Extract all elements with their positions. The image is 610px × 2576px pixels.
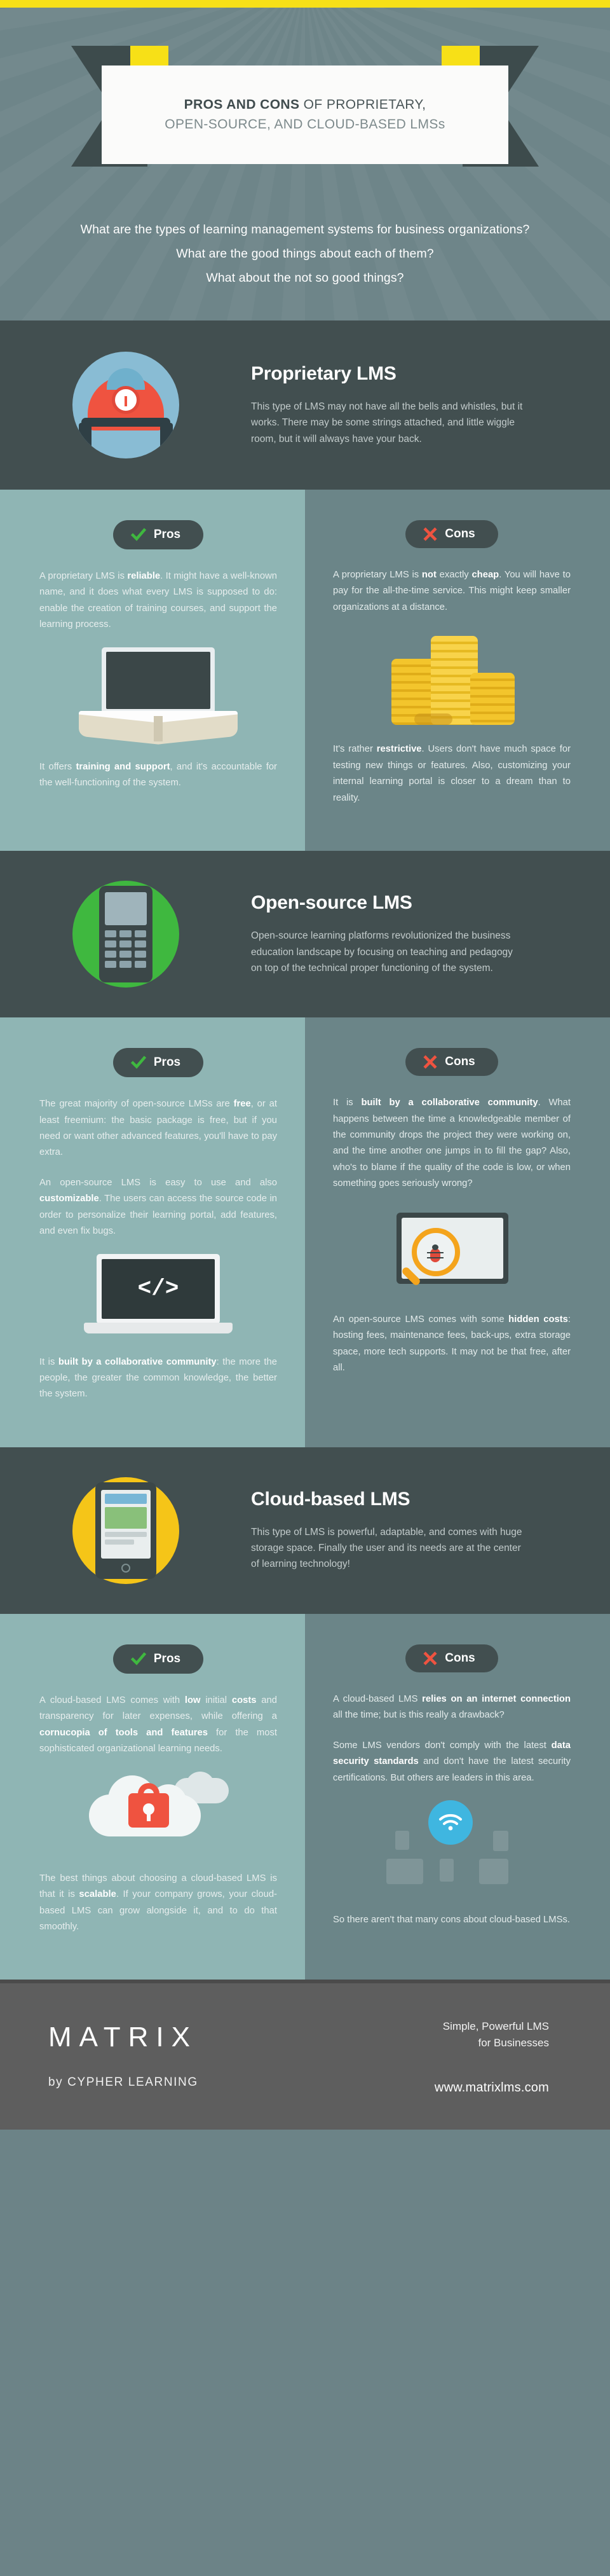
- section-intro-proprietary: This type of LMS may not have all the be…: [251, 401, 523, 444]
- pros-badge[interactable]: Pros: [112, 1644, 204, 1674]
- section-text-proprietary: Proprietary LMS This type of LMS may not…: [251, 363, 575, 446]
- page-title-emphasis: PROS AND CONS: [184, 97, 300, 113]
- pros-column-open-source: Pros The great majority of open-source L…: [0, 1017, 305, 1447]
- pros-column-proprietary: Pros A proprietary LMS is reliable. It m…: [0, 490, 305, 851]
- pros-cons-cloud-based: Pros A cloud-based LMS comes with low in…: [0, 1613, 610, 1980]
- pros-text-1: A proprietary LMS is reliable. It might …: [39, 571, 277, 630]
- hero-section: PROS AND CONS OF PROPRIETARY, OPEN-SOURC…: [0, 8, 610, 320]
- ribbon-fold-left-icon: [130, 46, 168, 69]
- magnifier-bug-icon: [333, 1206, 571, 1295]
- cons-text-2: An open-source LMS comes with some hidde…: [333, 1314, 571, 1373]
- hero-questions: What are the types of learning managemen…: [0, 217, 610, 290]
- pros-column-cloud-based: Pros A cloud-based LMS comes with low in…: [0, 1613, 305, 1980]
- page-title-line2: OPEN-SOURCE, AND CLOUD-BASED LMSs: [165, 117, 445, 132]
- pros-cons-proprietary: Pros A proprietary LMS is reliable. It m…: [0, 490, 610, 851]
- cons-badge-label: Cons: [445, 1651, 475, 1665]
- page-title-line1: PROS AND CONS OF PROPRIETARY,: [184, 96, 426, 114]
- section-intro-open-source: Open-source learning platforms revolutio…: [251, 930, 513, 974]
- tablet-icon: [0, 1477, 251, 1584]
- hero-question-3: What about the not so good things?: [206, 271, 404, 286]
- cons-badge[interactable]: Cons: [405, 520, 498, 548]
- pros-badge-label: Pros: [153, 528, 181, 541]
- cons-column-cloud-based: Cons A cloud-based LMS relies on an inte…: [305, 1613, 610, 1980]
- check-icon: [130, 527, 147, 542]
- check-icon: [130, 1651, 147, 1667]
- pros-badge[interactable]: Pros: [112, 520, 204, 549]
- cons-column-proprietary: Cons A proprietary LMS is not exactly ch…: [305, 490, 610, 851]
- cons-text-2: It's rather restrictive. Users don't hav…: [333, 744, 571, 803]
- coin-stacks-icon: [333, 630, 571, 726]
- section-title-cloud-based: Cloud-based LMS: [251, 1489, 410, 1510]
- hero-question-2: What are the good things about each of t…: [176, 247, 434, 261]
- section-header-cloud-based: Cloud-based LMS This type of LMS is powe…: [0, 1447, 610, 1614]
- cloud-lock-icon: [39, 1771, 277, 1854]
- title-ribbon: PROS AND CONS OF PROPRIETARY, OPEN-SOURC…: [0, 46, 610, 167]
- pros-cons-open-source: Pros The great majority of open-source L…: [0, 1017, 610, 1447]
- pros-badge-label: Pros: [153, 1056, 181, 1070]
- check-icon: [130, 1055, 147, 1070]
- pros-text-2: It offers training and support, and it's…: [39, 761, 277, 789]
- pros-text-2: The best things about choosing a cloud-b…: [39, 1873, 277, 1932]
- section-intro-cloud-based: This type of LMS is powerful, adaptable,…: [251, 1527, 522, 1570]
- telephone-icon: [0, 352, 251, 458]
- laptop-book-icon: [39, 647, 277, 745]
- footer: MATRIX by CYPHER LEARNING Simple, Powerf…: [0, 1980, 610, 2130]
- section-text-cloud-based: Cloud-based LMS This type of LMS is powe…: [251, 1489, 575, 1572]
- pros-badge-label: Pros: [153, 1651, 181, 1665]
- ribbon-fold-right-icon: [442, 46, 480, 69]
- cons-text-1: A cloud-based LMS relies on an internet …: [333, 1693, 571, 1721]
- cons-text-1: It is built by a collaborative community…: [333, 1098, 571, 1189]
- section-text-open-source: Open-source LMS Open-source learning pla…: [251, 892, 575, 975]
- top-accent-bar: [0, 0, 610, 8]
- section-title-open-source: Open-source LMS: [251, 892, 412, 914]
- hero-question-1: What are the types of learning managemen…: [80, 223, 530, 237]
- cons-text-3: So there aren't that many cons about clo…: [333, 1915, 570, 1925]
- footer-tagline-line1: Simple, Powerful LMS: [442, 2020, 549, 2032]
- footer-logo-subtitle: by CYPHER LEARNING: [48, 2076, 198, 2090]
- x-icon: [423, 1055, 437, 1069]
- cons-badge[interactable]: Cons: [405, 1048, 498, 1077]
- wifi-devices-icon: [333, 1800, 571, 1896]
- pros-text-1: A cloud-based LMS comes with low initial…: [39, 1695, 277, 1754]
- cons-badge-label: Cons: [445, 1055, 475, 1069]
- pros-text-3: It is built by a collaborative community…: [39, 1356, 277, 1400]
- footer-tagline-line2: for Businesses: [478, 2036, 550, 2049]
- cons-text-1: A proprietary LMS is not exactly cheap. …: [333, 570, 571, 612]
- footer-info: Simple, Powerful LMS for Businesses www.…: [305, 2018, 610, 2096]
- x-icon: [423, 527, 437, 541]
- section-title-proprietary: Proprietary LMS: [251, 363, 396, 385]
- footer-website-url[interactable]: www.matrixlms.com: [434, 2081, 549, 2095]
- mobile-phone-icon: [0, 881, 251, 988]
- section-header-open-source: Open-source LMS Open-source learning pla…: [0, 851, 610, 1018]
- pros-text-2: An open-source LMS is easy to use and al…: [39, 1177, 277, 1237]
- matrix-logo: MATRIX: [48, 2022, 198, 2053]
- title-card: PROS AND CONS OF PROPRIETARY, OPEN-SOURC…: [102, 65, 508, 164]
- x-icon: [423, 1651, 437, 1665]
- page-title-rest: OF PROPRIETARY,: [299, 97, 426, 113]
- code-laptop-icon: </>: [39, 1253, 277, 1338]
- footer-brand: MATRIX by CYPHER LEARNING: [0, 2023, 305, 2090]
- cons-column-open-source: Cons It is built by a collaborative comm…: [305, 1017, 610, 1447]
- pros-badge[interactable]: Pros: [112, 1048, 204, 1078]
- pros-text-1: The great majority of open-source LMSs a…: [39, 1099, 277, 1158]
- cons-text-2: Some LMS vendors don't comply with the l…: [333, 1740, 571, 1783]
- section-header-proprietary: Proprietary LMS This type of LMS may not…: [0, 320, 610, 490]
- cons-badge[interactable]: Cons: [405, 1644, 498, 1672]
- cons-badge-label: Cons: [445, 527, 475, 541]
